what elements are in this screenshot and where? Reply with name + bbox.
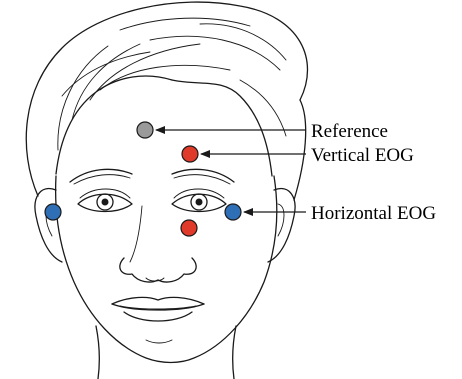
nose: [120, 206, 196, 282]
vertical-eog-electrode-upper: [182, 146, 198, 162]
mouth: [112, 297, 204, 321]
forehead-hairline: [56, 76, 272, 176]
eyebrows: [70, 169, 234, 184]
eyes: [78, 189, 226, 212]
ears: [35, 189, 295, 262]
horizontal-eog-electrode-right: [225, 204, 241, 220]
reference-electrode: [137, 122, 153, 138]
reference-label: Reference: [311, 121, 388, 142]
chin: [146, 340, 172, 343]
horizontal-eog-electrode-left: [45, 204, 61, 220]
horizontal-eog-label: Horizontal EOG: [311, 203, 436, 224]
neck: [96, 326, 236, 379]
vertical-eog-electrode-lower: [181, 220, 197, 236]
face-contour: [56, 176, 277, 363]
hair-outline: [26, 2, 307, 200]
vertical-eog-label: Vertical EOG: [311, 145, 414, 166]
